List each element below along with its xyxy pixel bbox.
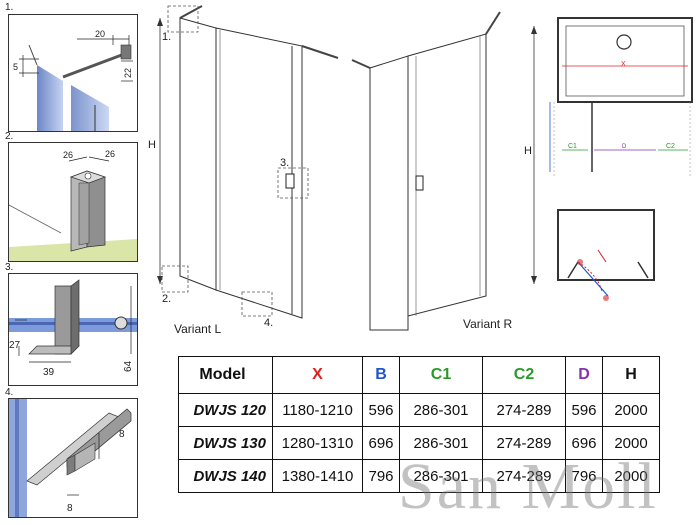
cell-c2: 274-289 [482,426,566,460]
stabilizer-bar-right [485,11,501,35]
callout-box-1 [167,5,199,33]
cell-c1: 286-301 [399,459,483,493]
cell-x: 1280-1310 [272,426,363,460]
seal-strip [26,412,120,486]
header-c2: C2 [482,356,566,394]
door-handle-left [285,173,295,189]
glass-panel [37,65,63,131]
cell-b: 696 [362,426,400,460]
header-h: H [602,356,660,394]
cell-h: 2000 [602,393,660,427]
dim-39: 39 [43,367,55,378]
cell-h: 2000 [602,459,660,493]
plan-wall-outline [557,17,693,103]
glass-panel [71,85,109,131]
detail-panel-1: 20 5 22 [8,14,138,132]
header-b: B [362,356,400,394]
dim-26a: 26 [63,150,73,160]
step-3-label: 3. [5,262,14,273]
height-label-left: H [148,139,156,151]
plan-c2-label: C2 [666,143,675,150]
screw-hole [84,172,92,180]
cell-x: 1380-1410 [272,459,363,493]
detail-panel-2: 26 26 [8,142,138,262]
callout-2: 2. [162,293,171,305]
step-2-label: 2. [5,131,14,142]
height-label-right: H [524,145,532,157]
plan-d-label: D [622,144,627,150]
fixed-panel-left [179,17,217,291]
door-swing-line [577,261,609,297]
door-handle-right [415,175,424,191]
stabilizer-bar [62,51,128,79]
cell-model: DWJS 120 [178,393,273,427]
table-row: DWJS 140 1380-1410 796 286-301 274-289 7… [178,459,660,493]
dim-27: 27 [9,340,21,351]
dim-26b: 26 [105,149,115,159]
plan-view-drawings: X B C1 D C2 [549,17,693,301]
callout-box-2 [161,265,189,293]
door-left [215,27,303,319]
detail-1-drawing: 20 5 22 [13,29,133,131]
dim-64: 64 [123,360,134,372]
header-c1: C1 [399,356,483,394]
callout-1: 1. [162,31,171,43]
callout-3: 3. [280,157,289,169]
vertical-profile [54,285,72,355]
door-swing-arc [577,261,603,293]
detail-4-drawing: 8 8 [9,399,132,517]
cell-model: DWJS 130 [178,426,273,460]
plan-c1-label: C1 [568,143,577,150]
dimension-table: Model X B C1 C2 D H DWJS 120 1180-1210 5… [178,356,660,493]
cell-c2: 274-289 [482,459,566,493]
watermark: San Moll [398,450,658,523]
step-4-label: 4. [5,387,14,398]
callout-box-3 [277,167,309,199]
cell-model: DWJS 140 [178,459,273,493]
detail-panel-4: 8 8 [8,398,138,518]
door-knob [114,316,128,330]
cell-c1: 286-301 [399,426,483,460]
shower-tray [565,25,685,97]
dim-8b: 8 [67,503,73,514]
plan-x-label: X [621,61,626,68]
detail-2-drawing: 26 26 [9,149,137,261]
detail-3-drawing: 27 39 64 [9,279,137,378]
plan-2-wall-outline [557,209,655,281]
cell-d: 596 [565,393,603,427]
cell-b: 796 [362,459,400,493]
cell-c2: 274-289 [482,393,566,427]
cell-x: 1180-1210 [272,393,363,427]
door-right [369,55,409,331]
table-header-row: Model X B C1 C2 D H [178,356,660,394]
cell-b: 596 [362,393,400,427]
cell-c1: 286-301 [399,393,483,427]
wall-bracket [120,44,132,60]
dim-5: 5 [13,62,18,72]
drain-icon [616,34,632,50]
variant-l-label: Variant L [174,322,222,336]
step-1-label: 1. [5,2,14,13]
dim-20: 20 [95,29,105,39]
table-row: DWJS 120 1180-1210 596 286-301 274-289 5… [178,393,660,427]
dim-22: 22 [123,68,133,78]
header-d: D [565,356,603,394]
header-x: X [272,356,363,394]
callout-box-4 [241,291,273,317]
header-model: Model [178,356,273,394]
variant-r-label: Variant R [463,317,513,331]
main-elevation-drawing: H 1. 2. 3. 4. H [148,5,537,331]
detail-panel-3: 27 39 64 [8,273,138,386]
callout-4: 4. [264,317,273,329]
stabilizer-bar-left [179,5,203,19]
dim-8a: 8 [119,429,125,440]
cell-d: 696 [565,426,603,460]
fixed-panel-right [407,33,487,317]
